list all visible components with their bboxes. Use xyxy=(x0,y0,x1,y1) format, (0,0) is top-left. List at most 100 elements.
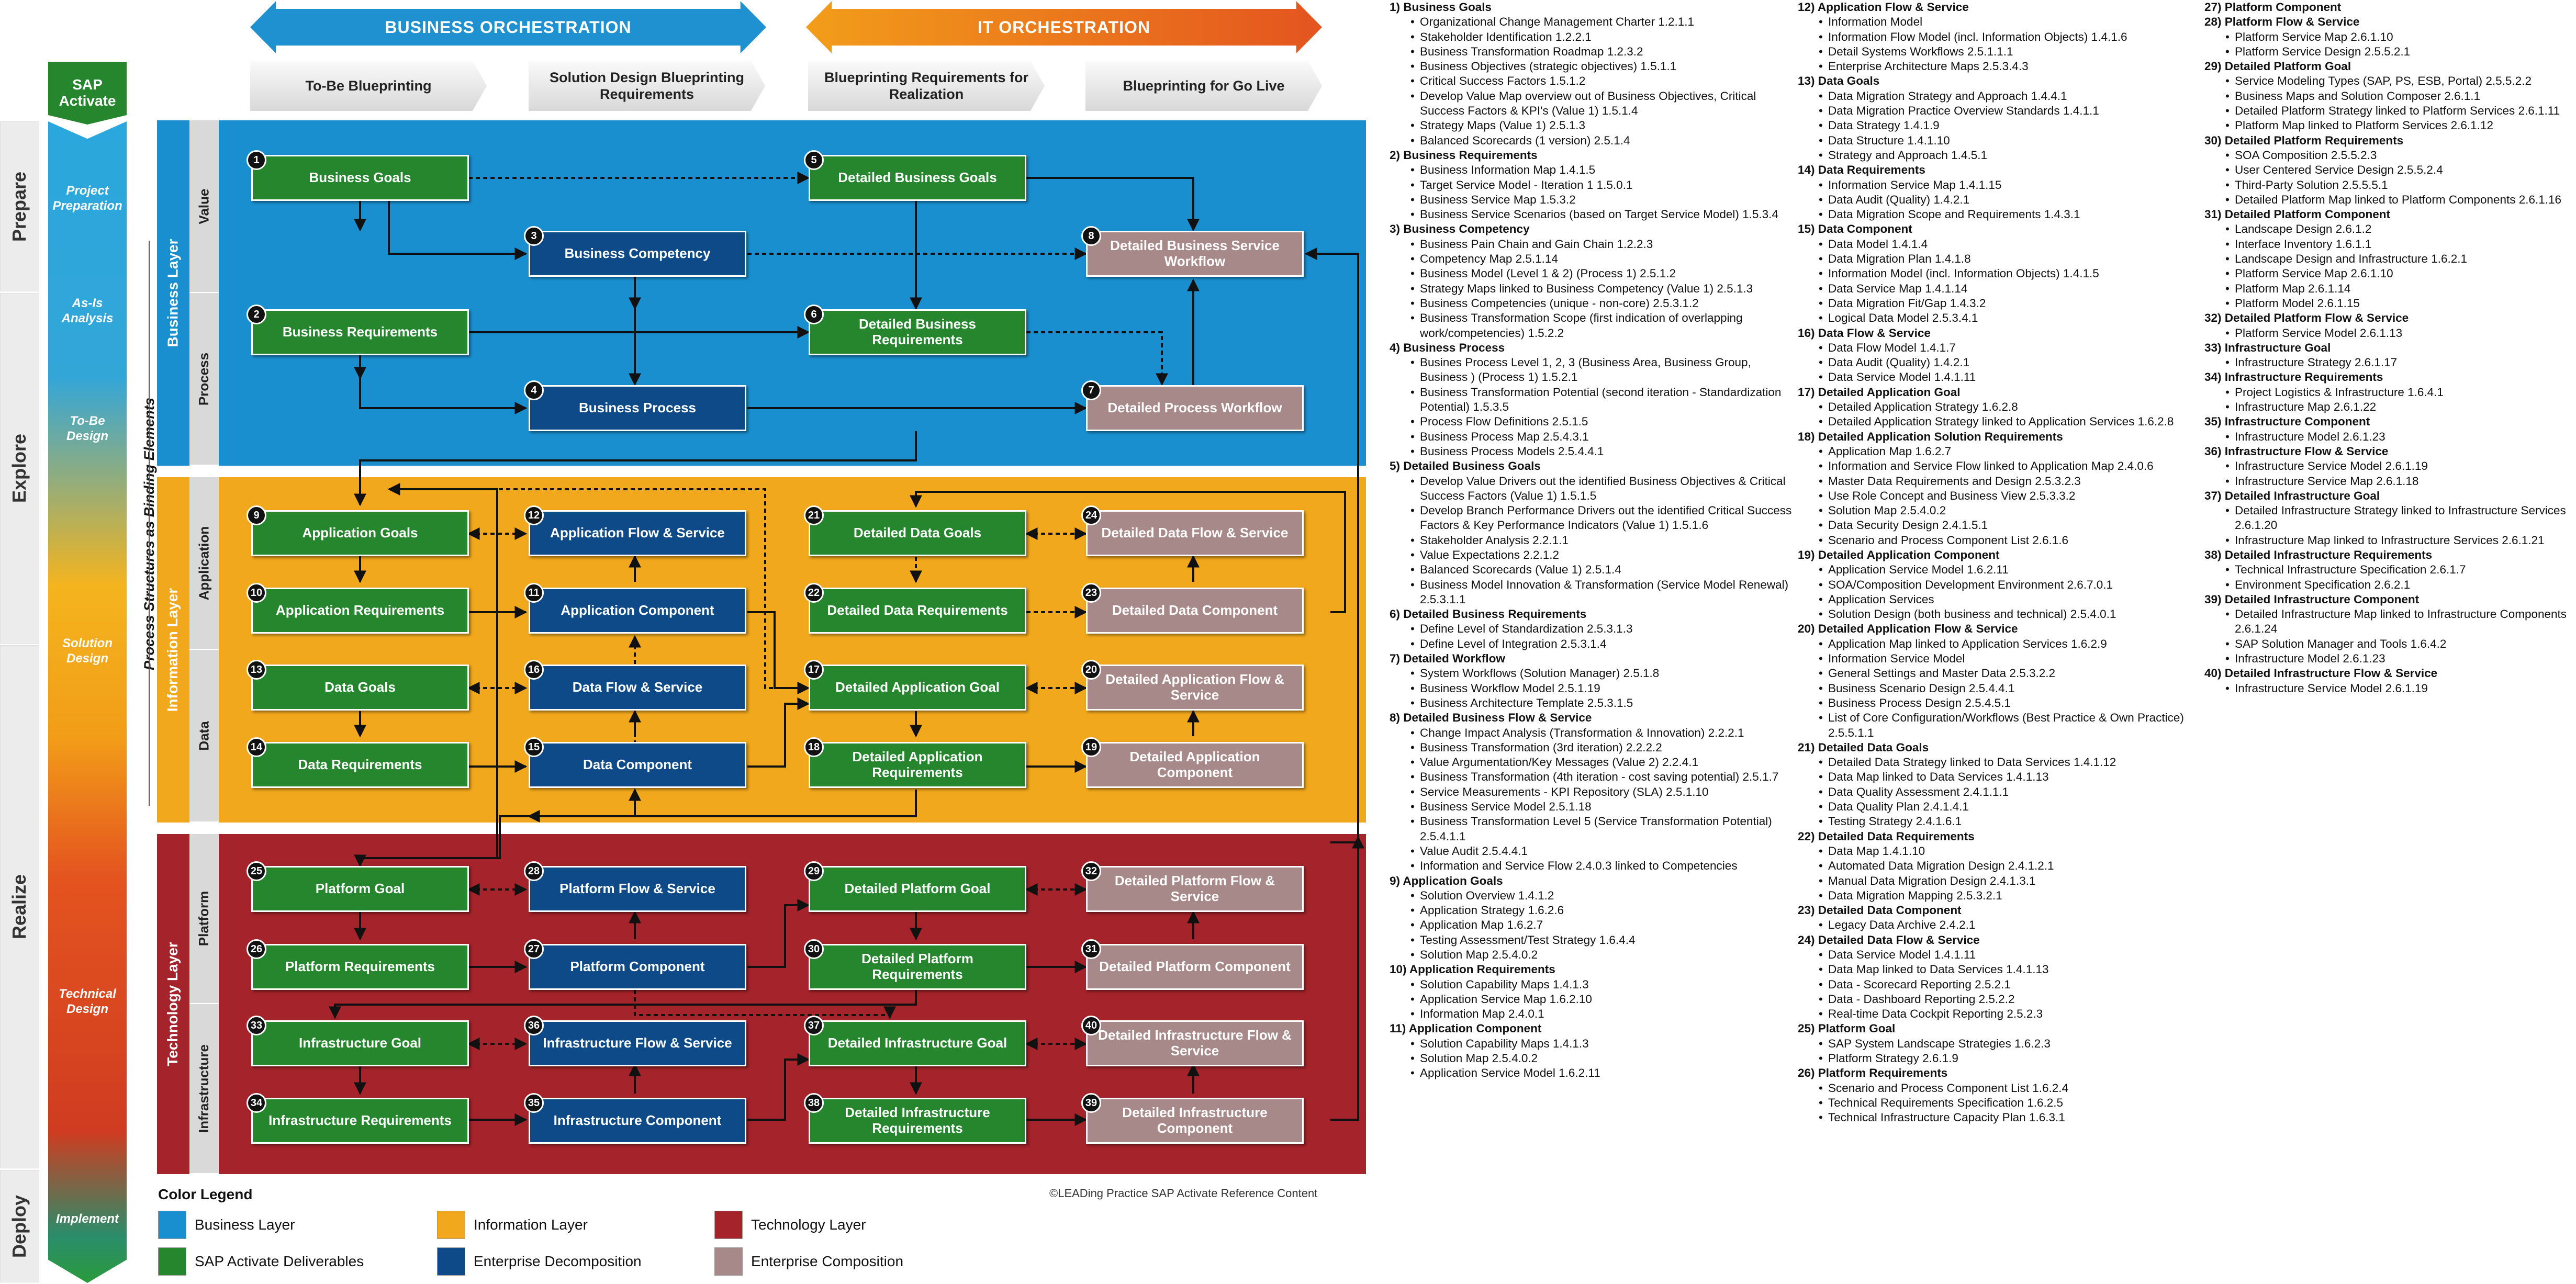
section-heading: 26) Platform Requirements xyxy=(1798,1066,1948,1080)
deliverable-item: Information Service Model xyxy=(1798,651,2201,666)
deliverable-item: Strategy and Approach 1.4.5.1 xyxy=(1798,148,2201,163)
box-label: Data Goals xyxy=(324,679,396,695)
box-label: Detailed Data Flow & Service xyxy=(1101,525,1289,541)
step-technical-design: Technical Design xyxy=(59,987,116,1016)
deliverable-item: Application Map 1.6.2.7 xyxy=(1798,444,2201,459)
section-heading: 18) Detailed Application Solution Requir… xyxy=(1798,430,2063,443)
business-orchestration-label: BUSINESS ORCHESTRATION xyxy=(385,17,632,37)
deliverable-item: Infrastructure Map 2.6.1.22 xyxy=(2204,400,2571,414)
box-label: Detailed Application Component xyxy=(1129,749,1260,780)
deliverable-section: 20) Detailed Application Flow & ServiceA… xyxy=(1798,622,2201,740)
section-heading: 35) Infrastructure Component xyxy=(2204,415,2370,429)
section-heading: 9) Application Goals xyxy=(1390,874,1503,887)
legend-swatch-technology xyxy=(714,1211,743,1239)
legend-swatch-business xyxy=(158,1211,186,1239)
legend-swatch-deliverables xyxy=(158,1247,186,1276)
deliverable-item: Define Level of Integration 2.5.3.1.4 xyxy=(1390,637,1793,651)
deliverable-section: 11) Application ComponentSolution Capabi… xyxy=(1390,1021,1793,1080)
deliverable-section: 13) Data GoalsData Migration Strategy an… xyxy=(1798,74,2201,163)
section-heading: 15) Data Component xyxy=(1798,222,1912,236)
section-heading: 38) Detailed Infrastructure Requirements xyxy=(2204,548,2433,561)
deliverable-item: Solution Map 2.5.4.0.2 xyxy=(1390,1051,1793,1066)
deliverable-section: 28) Platform Flow & ServicePlatform Serv… xyxy=(2204,15,2571,59)
phase-gradient-arrow xyxy=(48,121,127,1283)
section-heading: 21) Detailed Data Goals xyxy=(1798,740,1929,754)
deliverable-item: Data Migration Strategy and Approach 1.4… xyxy=(1798,89,2201,104)
section-heading: 25) Platform Goal xyxy=(1798,1022,1896,1035)
section-heading: 39) Detailed Infrastructure Component xyxy=(2204,592,2420,606)
deliverable-section: 8) Detailed Business Flow & ServiceChang… xyxy=(1390,711,1793,873)
legend-label-technology: Technology Layer xyxy=(751,1217,866,1233)
deliverable-item: Detailed Infrastructure Strategy linked … xyxy=(2204,503,2571,533)
section-heading: 2) Business Requirements xyxy=(1390,148,1538,162)
deliverable-item: Detailed Platform Map linked to Platform… xyxy=(2204,193,2571,207)
deliverable-item: Business Process Map 2.5.4.3.1 xyxy=(1390,430,1793,444)
deliverable-item: Business Architecture Template 2.5.3.1.5 xyxy=(1390,696,1793,711)
section-heading: 14) Data Requirements xyxy=(1798,163,1925,177)
box-label: Detailed Business Requirements xyxy=(859,316,976,347)
box-label: Infrastructure Requirements xyxy=(268,1112,452,1129)
deliverable-item: Platform Service Map 2.6.1.10 xyxy=(2204,266,2571,281)
deliverable-section: 10) Application RequirementsSolution Cap… xyxy=(1390,962,1793,1021)
deliverable-item: Information Flow Model (incl. Informatio… xyxy=(1798,30,2201,44)
phase-realize: Realize xyxy=(0,645,39,1168)
deliverable-section: 32) Detailed Platform Flow & ServicePlat… xyxy=(2204,311,2571,341)
box-label: Detailed Application Goal xyxy=(835,679,1000,695)
deliverable-item: Data Security Design 2.4.1.5.1 xyxy=(1798,518,2201,533)
deliverable-item: Data Model 1.4.1.4 xyxy=(1798,237,2201,252)
deliverable-item: Platform Service Map 2.6.1.10 xyxy=(2204,30,2571,44)
deliverable-item: Business Process Design 2.5.4.5.1 xyxy=(1798,696,2201,711)
legend-label-business: Business Layer xyxy=(195,1217,295,1233)
deliverable-item: Master Data Requirements and Design 2.5.… xyxy=(1798,474,2201,489)
deliverable-section: 36) Infrastructure Flow & ServiceInfrast… xyxy=(2204,444,2571,489)
deliverable-item: Business Transformation Potential (secon… xyxy=(1390,385,1793,415)
section-heading: 8) Detailed Business Flow & Service xyxy=(1390,711,1592,725)
deliverable-item: Data Migration Scope and Requirements 1.… xyxy=(1798,207,2201,222)
sap-activate-badge: SAP Activate xyxy=(48,62,127,125)
deliverable-item: Business Objectives (strategic objective… xyxy=(1390,59,1793,74)
section-heading: 30) Detailed Platform Requirements xyxy=(2204,133,2404,147)
deliverable-section: 21) Detailed Data GoalsDetailed Data Str… xyxy=(1798,740,2201,829)
step-to-be-design: To-Be Design xyxy=(66,414,108,443)
legend-label-composition: Enterprise Composition xyxy=(751,1253,904,1269)
deliverable-item: Technical Infrastructure Specification 2… xyxy=(2204,562,2571,577)
deliverable-item: Testing Strategy 2.4.1.6.1 xyxy=(1798,814,2201,829)
deliverable-item: Business Model Innovation & Transformati… xyxy=(1390,578,1793,607)
deliverable-item: Define Level of Standardization 2.5.3.1.… xyxy=(1390,622,1793,636)
section-heading: 13) Data Goals xyxy=(1798,74,1880,88)
deliverable-item: Testing Assessment/Test Strategy 1.6.4.4 xyxy=(1390,933,1793,948)
deliverable-section: 7) Detailed WorkflowSystem Workflows (So… xyxy=(1390,651,1793,711)
deliverable-item: Data Quality Assessment 2.4.1.1.1 xyxy=(1798,785,2201,799)
deliverable-item: Application Service Model 1.6.2.11 xyxy=(1390,1066,1793,1080)
deliverable-item: Landscape Design and Infrastructure 1.6.… xyxy=(2204,252,2571,266)
box-label: Business Requirements xyxy=(282,324,438,340)
section-heading: 31) Detailed Platform Component xyxy=(2204,208,2391,221)
box-label: Data Flow & Service xyxy=(572,679,703,695)
section-heading: 5) Detailed Business Goals xyxy=(1390,459,1541,473)
deliverable-item: Information Model xyxy=(1798,15,2201,29)
deliverable-item: Platform Strategy 2.6.1.9 xyxy=(1798,1051,2201,1066)
deliverable-item: Data Service Model 1.4.1.11 xyxy=(1798,370,2201,385)
deliverable-item: Detailed Platform Strategy linked to Pla… xyxy=(2204,104,2571,118)
deliverable-item: Organizational Change Management Charter… xyxy=(1390,15,1793,29)
deliverable-item: Business Process Models 2.5.4.4.1 xyxy=(1390,444,1793,459)
section-heading: 19) Detailed Application Component xyxy=(1798,548,2000,561)
section-heading: 37) Detailed Infrastructure Goal xyxy=(2204,489,2380,502)
box-label: Platform Component xyxy=(570,959,705,975)
box-label: Data Component xyxy=(583,757,692,773)
deliverable-item: Business Scenario Design 2.5.4.4.1 xyxy=(1798,681,2201,696)
deliverable-section: 31) Detailed Platform ComponentLandscape… xyxy=(2204,207,2571,311)
deliverable-section: 26) Platform RequirementsScenario and Pr… xyxy=(1798,1066,2201,1125)
phase-column: SAP Activate Prepare Explore Realize Dep… xyxy=(0,0,173,1284)
